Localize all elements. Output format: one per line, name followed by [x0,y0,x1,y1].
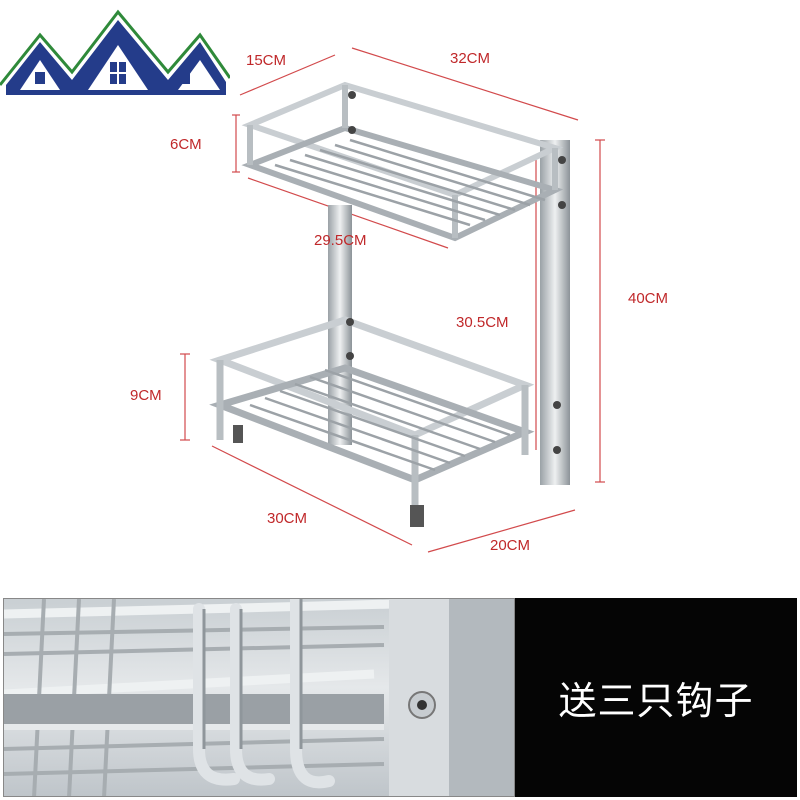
dimension-depth-label: 15CM [246,52,287,69]
spice-rack-illustration [180,47,605,553]
dimension-bottom-depth-label: 20CM [490,537,531,554]
dimension-bottom-length-label: 30CM [267,510,308,527]
dimension-lines [180,47,605,553]
hook-detail-photo [3,598,515,797]
caption-panel: 送三只钩子 [515,598,797,797]
brand-logo-house-icon [0,9,230,95]
dimension-height-label: 40CM [628,290,669,307]
dimension-top-height-label: 6CM [170,136,202,153]
dimension-shelf-gap-label: 30.5CM [456,314,509,331]
dimension-inner-width-label: 29.5CM [314,232,367,249]
dimension-top-length-label: 32CM [450,50,491,67]
dimension-bottom-height-label: 9CM [130,387,162,404]
free-hooks-caption: 送三只钩子 [558,679,754,723]
